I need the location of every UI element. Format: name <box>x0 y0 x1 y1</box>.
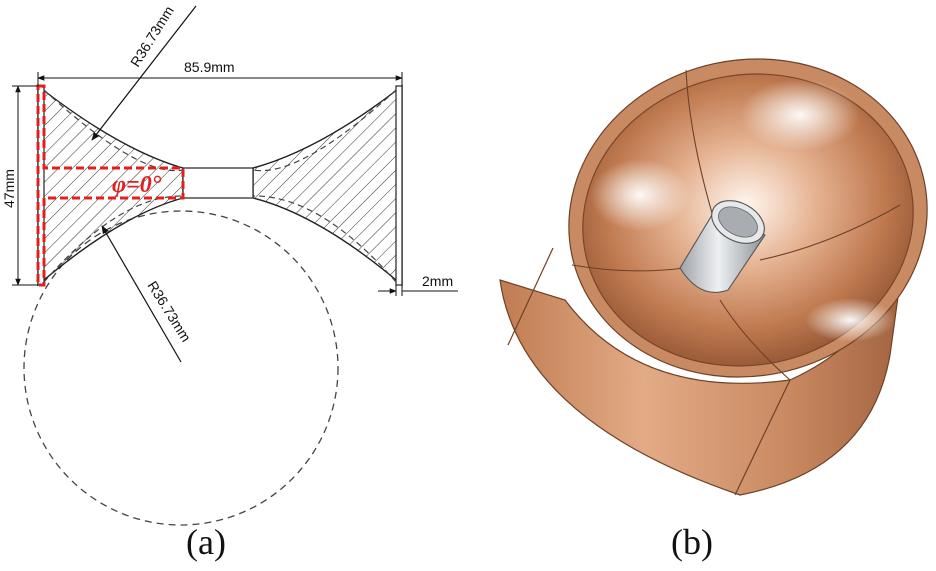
highlight-outline <box>36 84 185 287</box>
dashed-arc-bottom-right <box>252 195 397 283</box>
dashed-arc-top-right <box>252 89 397 172</box>
outer-seam-front <box>734 379 791 496</box>
inner-highlight-top-right <box>740 79 860 151</box>
right-plate <box>395 85 403 286</box>
inner-seam-left <box>571 264 686 272</box>
angle-label: φ=0° <box>112 172 162 198</box>
top-radius-label: R36.73mm <box>127 3 177 70</box>
center-rod-bore <box>718 206 758 238</box>
right-hatched-section <box>252 84 403 287</box>
caption-a: (a) <box>186 522 226 562</box>
center-bore <box>182 167 254 199</box>
height-label: 47mm <box>1 169 17 208</box>
caption-b: (b) <box>671 522 713 562</box>
construction-circle <box>23 210 339 526</box>
inner-highlight-left <box>590 159 690 231</box>
outer-seam-left <box>507 247 554 346</box>
inner-seam-bottom <box>719 299 791 381</box>
dashed-arc-bottom-left <box>43 195 184 283</box>
width-label: 85.9mm <box>184 59 235 75</box>
bottom-radius-leader <box>101 225 182 363</box>
thickness-label: 2mm <box>422 273 453 289</box>
dashed-arc-top-left <box>43 89 184 172</box>
top-radius-leader <box>91 5 197 141</box>
inner-seam-right <box>759 204 901 261</box>
panel-a-drawing: 85.9mm 47mm R36.73mm R36.73mm 2mm φ=0° <box>1 3 458 526</box>
inner-highlight-bottom-right <box>805 298 895 342</box>
copper-cylinder-body <box>499 209 911 496</box>
panel-b-model <box>499 58 928 496</box>
